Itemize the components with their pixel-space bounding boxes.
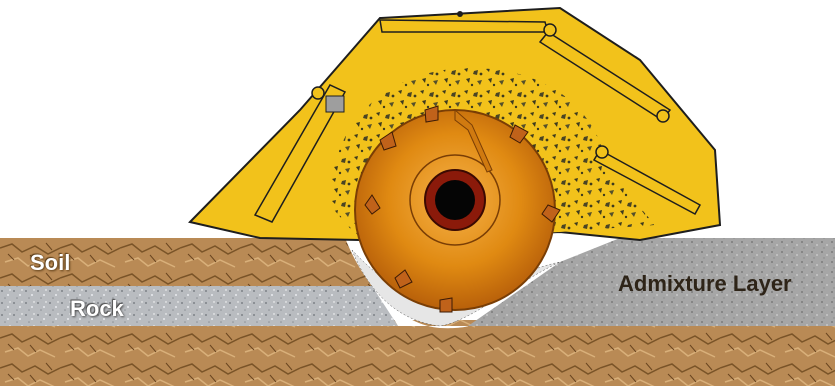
- tooth: [440, 298, 452, 312]
- drum-axle: [435, 180, 475, 220]
- rock-label: Rock: [70, 296, 124, 322]
- pivot-5: [457, 11, 463, 17]
- pivot-2: [544, 24, 556, 36]
- pivot-3: [657, 110, 669, 122]
- rock-layer: [0, 286, 398, 326]
- top-arm: [380, 20, 548, 32]
- pivot-4: [596, 146, 608, 158]
- admixture-layer-label: Admixture Layer: [618, 271, 792, 297]
- pivot-1: [312, 87, 324, 99]
- front-bracket: [326, 96, 344, 112]
- soil-layer-bottom: [0, 320, 835, 386]
- soil-label: Soil: [30, 250, 70, 276]
